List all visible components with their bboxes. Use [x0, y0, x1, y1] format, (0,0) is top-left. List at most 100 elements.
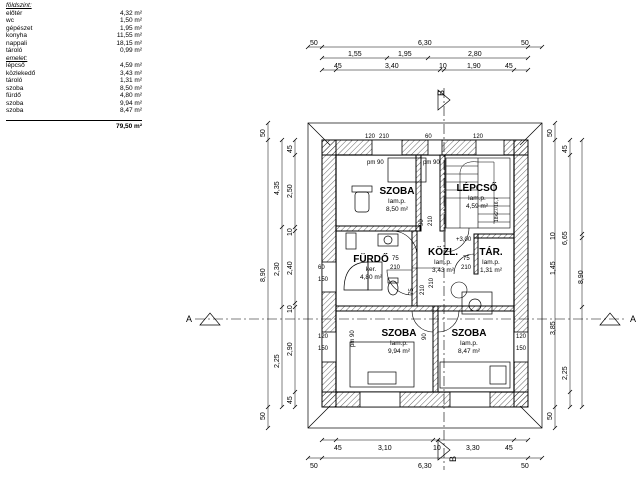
room-area: 8,50 m²	[386, 206, 409, 213]
section-lines	[195, 88, 625, 470]
dim-bottom1-2: 3,10	[378, 445, 392, 452]
room-name: FÜRDŐ	[353, 252, 389, 265]
ground-floor-header: földszint:	[6, 2, 32, 9]
dim-right-total: 8,90	[578, 270, 585, 284]
opening-label: 120	[516, 334, 527, 340]
room-floor: lam.p.	[460, 340, 478, 347]
opening-label: 150	[516, 346, 527, 352]
room-szoba-1: SZOBA lam.p. 8,50 m²	[380, 186, 415, 213]
opening-label: 90	[419, 219, 425, 226]
room-furdo: FÜRDŐ ker. 4,80 m²	[353, 252, 389, 281]
opening-label: 210	[429, 277, 435, 288]
room-floor: lam.p.	[390, 340, 408, 347]
opening-label: 75	[409, 288, 415, 295]
interior-walls	[335, 154, 515, 393]
dim-right-mid-1: 45	[562, 145, 569, 153]
room-area: 3,43 m²	[432, 267, 455, 274]
opening-label: 150	[318, 346, 329, 352]
room-szoba-3: SZOBA lam.p. 8,47 m²	[452, 328, 487, 355]
dim-top2-3: 2,80	[468, 51, 482, 58]
dim-right-inner-2: 10	[550, 232, 557, 240]
dim-top3-2: 3,40	[385, 63, 399, 70]
dim-right-eave-top: 50	[547, 129, 554, 137]
dim-top3-5: 45	[505, 63, 513, 70]
section-markers	[199, 89, 621, 461]
room-area: 4,59 m²	[466, 203, 489, 210]
staircase	[445, 157, 511, 229]
room-floor: lam.p.	[434, 259, 452, 266]
dim-top-eave-left: 50	[310, 40, 318, 47]
dim-bottom-eave-right: 50	[521, 463, 529, 470]
upper-floor-header: emelet:	[6, 54, 28, 62]
opening-label: 210	[461, 265, 472, 271]
opening-label: 90	[422, 333, 428, 340]
opening-label: 210	[379, 134, 390, 140]
dim-right-inner-3: 3,85	[550, 321, 557, 335]
room-szoba-2: SZOBA lam.p. 9,94 m²	[382, 328, 417, 355]
dim-bottom1-4: 3,30	[466, 445, 480, 452]
room-tar: TÁR. lam.p. 1,31 m²	[479, 245, 503, 274]
section-label-a-right: A	[630, 314, 636, 324]
dim-left-inner-5: 10	[287, 305, 294, 313]
room-area: 4,80 m²	[360, 274, 383, 281]
dim-left-eave-bottom: 50	[260, 412, 267, 420]
dimension-lines	[267, 46, 583, 459]
dim-right-mid-2: 6,65	[562, 231, 569, 245]
room-floor: lam.p.	[388, 198, 406, 205]
dim-top3-1: 45	[334, 63, 342, 70]
opening-label: 120	[365, 134, 376, 140]
dim-left-inner-4: 2,40	[287, 261, 294, 275]
opening-label: pm 90	[367, 160, 384, 166]
section-label-a-left: A	[186, 314, 192, 324]
dim-right-inner-1: 1,45	[550, 261, 557, 275]
room-floor: lam.p.	[468, 195, 486, 202]
room-name: SZOBA	[382, 328, 417, 339]
dim-left-mid-2: 2,30	[274, 262, 281, 276]
dim-right-eave-bottom: 50	[547, 412, 554, 420]
opening-label: 120	[473, 134, 484, 140]
opening-label: 75	[463, 256, 470, 262]
dim-right-inner-4: 2,25	[562, 366, 569, 380]
dim-top3-4: 1,90	[467, 63, 481, 70]
dim-bottom-total: 6,30	[418, 463, 432, 470]
window-openings	[321, 139, 529, 408]
stair-size-note: 18x27/16,7	[494, 197, 500, 222]
opening-label: 150	[318, 277, 329, 283]
room-floor: ker.	[366, 266, 377, 273]
roof-outline	[307, 122, 543, 429]
dim-top-total: 6,30	[418, 40, 432, 47]
dim-left-mid-3: 2,25	[274, 354, 281, 368]
dim-left-total: 8,90	[260, 268, 267, 282]
opening-label: 60	[425, 134, 432, 140]
dim-left-inner-3: 10	[287, 228, 294, 236]
dimension-ticks	[265, 44, 585, 461]
dim-left-inner-1: 45	[287, 145, 294, 153]
opening-label: pm 90	[423, 160, 440, 166]
opening-label: 75	[392, 256, 399, 262]
dim-bottom1-5: 45	[505, 445, 513, 452]
area-total: 79,50 m²	[6, 119, 142, 131]
room-name: SZOBA	[452, 328, 487, 339]
opening-label: 60	[318, 265, 325, 271]
room-name: TÁR.	[479, 245, 503, 258]
dim-top3-3: 10	[439, 63, 447, 70]
room-lepcso: LÉPCSŐ lam.p. 4,59 m²	[456, 181, 497, 210]
room-kozl: KÖZL. lam.p. 3,43 m²	[428, 245, 458, 274]
stair-level-note: +3,00	[456, 237, 472, 243]
dim-bottom-eave-left: 50	[310, 463, 318, 470]
dim-top-eave-right: 50	[521, 40, 529, 47]
room-name: SZOBA	[380, 186, 415, 197]
dim-top2-1: 1,55	[348, 51, 362, 58]
